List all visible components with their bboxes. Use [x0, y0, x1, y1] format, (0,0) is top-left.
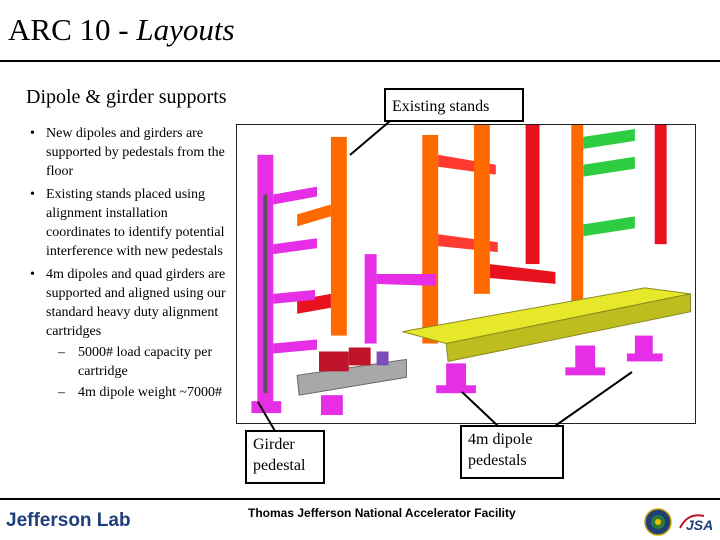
slide-footer: Jefferson Lab Thomas Jefferson National … — [0, 498, 720, 540]
callout-girder-pedestal: Girder pedestal — [245, 430, 325, 484]
arm-magenta — [273, 339, 317, 354]
red-magnet — [318, 351, 349, 372]
jsa-logo: JSA — [679, 514, 713, 533]
cad-drawing — [251, 125, 691, 416]
purple-component — [376, 351, 389, 366]
arm-magenta — [273, 186, 317, 205]
girder-pedestal — [320, 395, 343, 416]
arm-red — [489, 264, 556, 284]
jefferson-lab-logo: Jefferson Lab — [6, 510, 131, 531]
facility-name: Thomas Jefferson National Accelerator Fa… — [248, 506, 516, 520]
callout-dipole-pedestals: 4m dipole pedestals — [460, 425, 564, 479]
sub-bullet-item: 4m dipole weight ~7000# — [46, 383, 234, 402]
svg-text:JSA: JSA — [686, 517, 713, 533]
stand-red — [525, 125, 540, 265]
stand-orange-far — [571, 125, 584, 304]
sub-bullet-list: 5000# load capacity per cartridge 4m dip… — [46, 343, 234, 402]
bullet-item: New dipoles and girders are supported by… — [24, 124, 234, 181]
arm-green — [583, 156, 635, 177]
dipole-pedestal-base — [565, 367, 606, 376]
bullet-text: 4m dipoles and quad girders are supporte… — [46, 267, 226, 339]
arm-orange — [297, 204, 331, 227]
bullet-text: Existing stands placed using alignment i… — [46, 187, 225, 259]
arm-magenta — [273, 289, 316, 304]
callout-line: Girder — [253, 436, 295, 453]
bullet-text: New dipoles and girders are supported by… — [46, 126, 225, 179]
stand-orange — [473, 125, 490, 294]
callout-line: pedestals — [468, 452, 527, 469]
dipole-pedestal-base — [626, 353, 663, 362]
bullet-list: New dipoles and girders are supported by… — [24, 124, 234, 406]
red-magnet — [348, 347, 371, 366]
dipole-pedestal-base — [436, 385, 476, 394]
stand-orange — [422, 134, 439, 344]
dipole-girder-side — [445, 293, 691, 363]
sub-bullet-item: 5000# load capacity per cartridge — [46, 343, 234, 381]
bullet-item: Existing stands placed using alignment i… — [24, 185, 234, 261]
title-main: ARC 10 — [8, 12, 111, 47]
cad-illustration — [236, 124, 696, 424]
callout-line: pedestal — [253, 457, 306, 474]
callout-line: 4m dipole — [468, 431, 533, 448]
arm-green — [583, 128, 635, 149]
dipole-pedestal — [446, 363, 466, 388]
title-separator: - — [110, 12, 137, 47]
sub-bullet-text: 5000# load capacity per cartridge — [78, 345, 213, 379]
arm-magenta — [376, 274, 437, 286]
slide-subtitle: Dipole & girder supports — [26, 86, 227, 108]
doe-seal-icon — [644, 508, 672, 536]
stand-orange — [330, 136, 347, 336]
dipole-pedestal — [634, 335, 653, 356]
dipole-pedestal — [575, 345, 596, 370]
slide-title: ARC 10 - Layouts — [8, 12, 235, 48]
bullet-item: 4m dipoles and quad girders are supporte… — [24, 265, 234, 402]
callout-existing-stands: Existing stands — [384, 88, 524, 122]
sub-bullet-text: 4m dipole weight ~7000# — [78, 385, 223, 400]
title-rule — [0, 60, 720, 62]
footer-rule — [0, 498, 720, 500]
girder-pedestal — [251, 401, 282, 414]
stand-magenta — [364, 254, 377, 344]
stand-red — [654, 125, 667, 245]
arm-green — [583, 216, 635, 237]
title-emphasis: Layouts — [136, 12, 235, 47]
arm-magenta — [273, 238, 317, 255]
stand-rail — [263, 194, 268, 394]
